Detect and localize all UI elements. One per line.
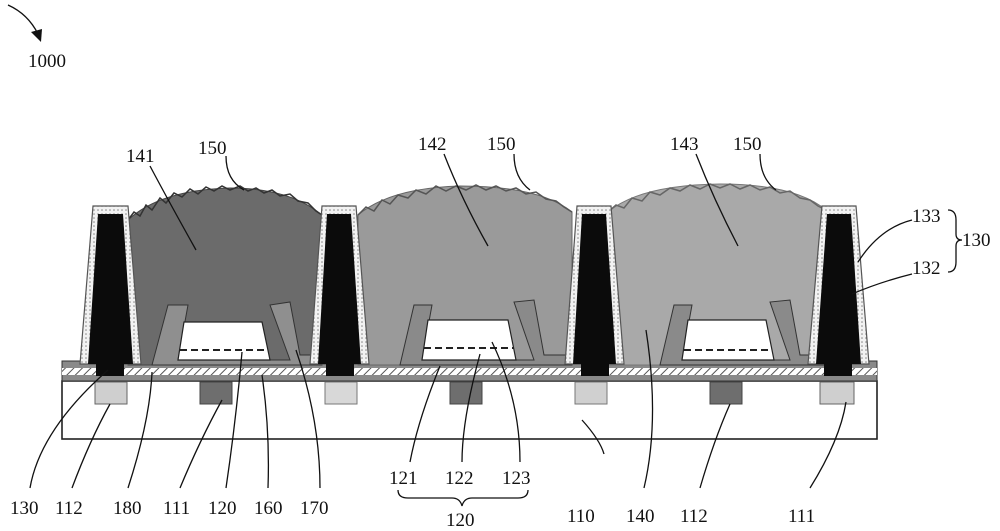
leader-120 bbox=[225, 351, 243, 489]
leader-121 bbox=[409, 365, 441, 463]
label-120: 120 bbox=[208, 498, 237, 519]
wall-core-4 bbox=[816, 214, 861, 364]
brace-120 bbox=[397, 489, 529, 507]
rough-surface-150-b bbox=[357, 184, 573, 216]
leader-111-b bbox=[809, 401, 847, 489]
leader-150-b bbox=[513, 153, 531, 191]
leader-132 bbox=[851, 273, 913, 295]
wall-core-1 bbox=[88, 214, 133, 364]
retaining-wall-2 bbox=[309, 205, 370, 376]
label-130-bottom: 130 bbox=[10, 498, 39, 519]
label-112-a: 112 bbox=[55, 498, 83, 519]
chip-3 bbox=[681, 319, 775, 361]
top-callouts: 141 150 142 150 143 150 bbox=[126, 134, 777, 251]
leader-110 bbox=[581, 419, 605, 455]
rough-surface-150-a bbox=[127, 185, 323, 221]
pad-112-left bbox=[94, 381, 128, 405]
pad-c bbox=[574, 381, 608, 405]
leader-130 bbox=[29, 369, 109, 489]
label-121: 121 bbox=[389, 468, 418, 489]
leader-142 bbox=[443, 153, 489, 247]
retaining-wall-1 bbox=[79, 205, 142, 376]
label-132: 132 bbox=[912, 258, 941, 279]
label-120-group: 120 bbox=[446, 510, 475, 531]
bottom-callouts: 130 112 180 111 120 160 170 121 122 123 … bbox=[10, 329, 847, 531]
pad-a bbox=[324, 381, 358, 405]
retaining-wall-3 bbox=[564, 205, 625, 376]
label-150-a: 150 bbox=[198, 138, 227, 159]
label-140: 140 bbox=[626, 506, 655, 527]
label-180: 180 bbox=[113, 498, 142, 519]
hatched-layer-160 bbox=[62, 368, 877, 375]
label-143: 143 bbox=[670, 134, 699, 155]
label-150-c: 150 bbox=[733, 134, 762, 155]
figure-arrow-head bbox=[31, 29, 42, 42]
label-150-b: 150 bbox=[487, 134, 516, 155]
leader-170 bbox=[295, 349, 321, 489]
leader-180 bbox=[127, 371, 153, 489]
label-112-b: 112 bbox=[680, 506, 708, 527]
label-111-a: 111 bbox=[163, 498, 190, 519]
label-110: 110 bbox=[567, 506, 595, 527]
wall-foot-4 bbox=[824, 362, 852, 376]
wall-foot-2 bbox=[326, 362, 354, 376]
label-133: 133 bbox=[912, 206, 941, 227]
chip-structure-1 bbox=[151, 301, 323, 366]
wall-foot-1 bbox=[96, 362, 124, 376]
label-111-b: 111 bbox=[788, 506, 815, 527]
leader-112-a bbox=[71, 403, 111, 489]
leader-150-c bbox=[759, 153, 777, 191]
region-143 bbox=[607, 183, 827, 366]
pad-112-right bbox=[709, 381, 743, 405]
right-callouts: 133 132 130 bbox=[851, 206, 991, 295]
wall-foot-3 bbox=[581, 362, 609, 376]
leader-160 bbox=[261, 374, 270, 489]
figure-arrow-line bbox=[7, 4, 39, 35]
leader-133 bbox=[857, 219, 913, 263]
leader-112-b bbox=[699, 403, 731, 489]
wall-core-2 bbox=[318, 214, 361, 364]
pad-111-right bbox=[819, 381, 855, 405]
figure-reference: 1000 bbox=[7, 4, 66, 72]
leader-123 bbox=[491, 341, 521, 463]
brace-130 bbox=[947, 209, 963, 273]
chip-120 bbox=[177, 321, 271, 361]
leader-141 bbox=[149, 165, 197, 251]
label-122: 122 bbox=[445, 468, 474, 489]
substrate-pads bbox=[94, 381, 855, 405]
pad-111-left bbox=[199, 381, 233, 405]
chip-2 bbox=[421, 319, 517, 361]
leader-140 bbox=[643, 329, 654, 489]
label-123: 123 bbox=[502, 468, 531, 489]
wall-core-3 bbox=[573, 214, 616, 364]
label-141: 141 bbox=[126, 146, 155, 167]
leader-143 bbox=[695, 153, 739, 247]
leader-150-a bbox=[225, 155, 245, 191]
retaining-wall-4 bbox=[807, 205, 870, 376]
label-170: 170 bbox=[300, 498, 329, 519]
label-130-right: 130 bbox=[962, 230, 991, 251]
figure-number: 1000 bbox=[28, 51, 66, 72]
leader-122 bbox=[461, 353, 481, 463]
label-142: 142 bbox=[418, 134, 447, 155]
pad-b bbox=[449, 381, 483, 405]
label-160: 160 bbox=[254, 498, 283, 519]
rough-surface-150-c bbox=[607, 183, 827, 213]
leader-111-a bbox=[179, 399, 223, 489]
